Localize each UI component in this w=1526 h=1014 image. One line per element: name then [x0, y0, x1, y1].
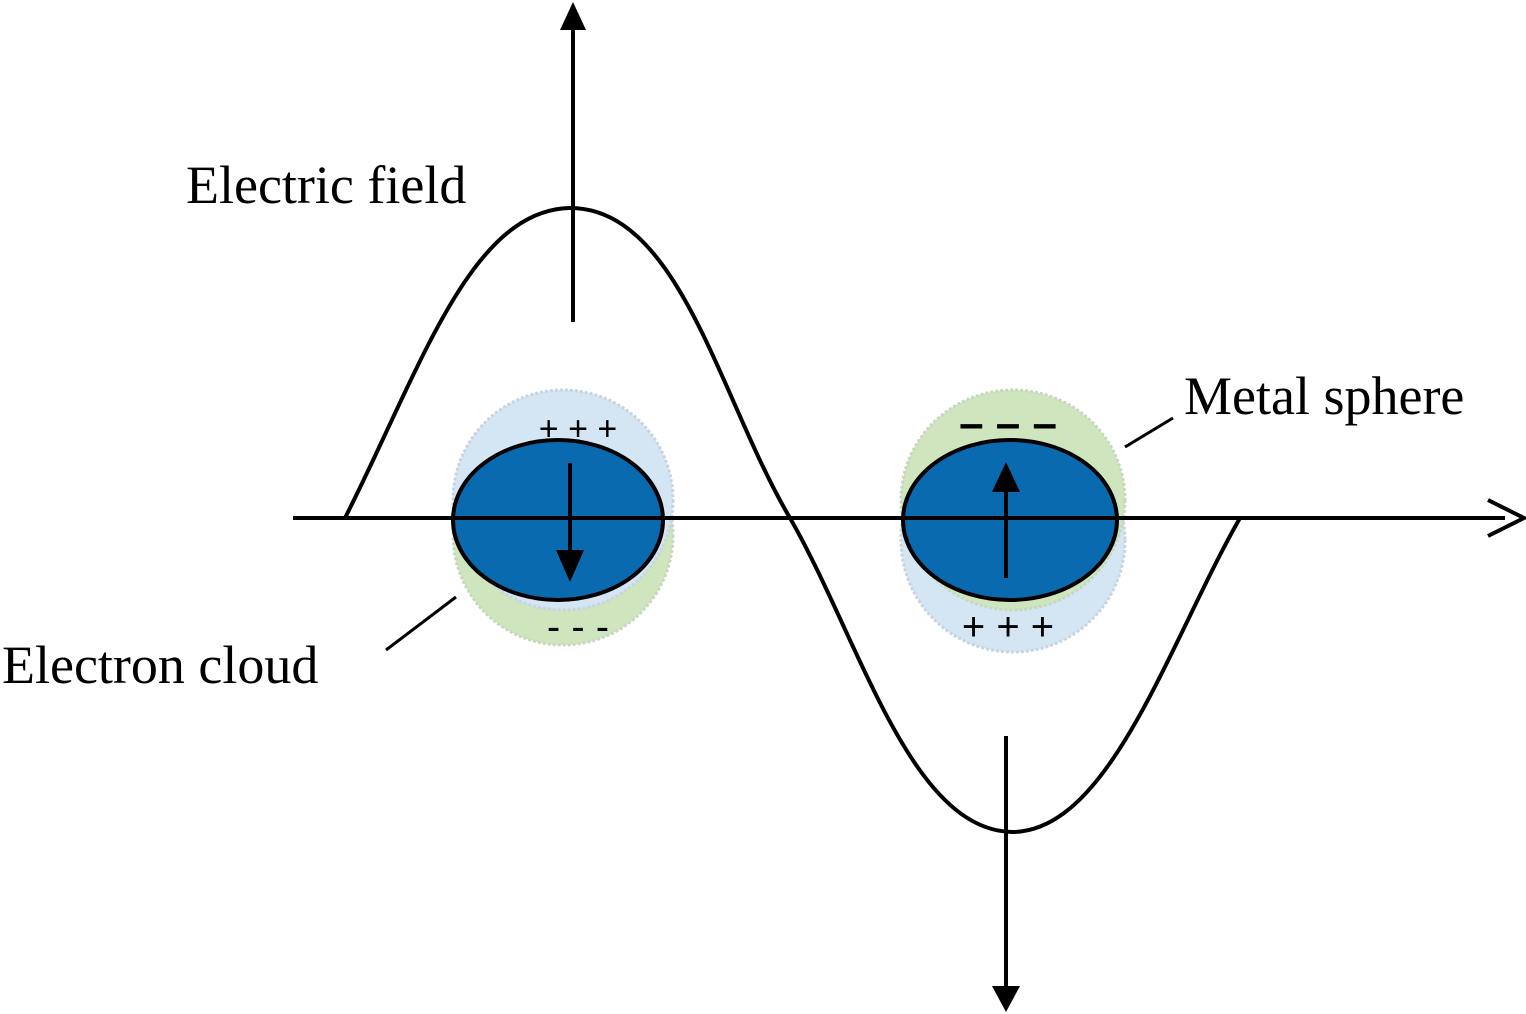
electron-cloud-leader: [385, 595, 457, 652]
horizontal-axis-arrowhead: [1487, 498, 1526, 538]
right-top-charge: – – –: [959, 399, 1057, 448]
metal-sphere-label: Metal sphere: [1184, 366, 1464, 426]
left-top-charge: + + +: [539, 410, 617, 448]
right-sphere: – – – + + +: [899, 388, 1127, 654]
field-arrow-up-head: [560, 2, 586, 30]
field-arrow-down: [992, 736, 1020, 1012]
right-bottom-charge: + + +: [962, 605, 1054, 649]
field-arrow-down-head: [992, 986, 1020, 1012]
electric-field-wave: [343, 205, 1242, 835]
axes: [293, 498, 1526, 538]
electric-field-label: Electric field: [186, 155, 466, 215]
left-bottom-charge: - - -: [547, 605, 609, 649]
metal-sphere-leader: [1124, 416, 1174, 449]
right-dipole-arrowhead: [992, 462, 1020, 492]
left-dipole-arrowhead: [556, 550, 584, 582]
field-arrow-up: [560, 2, 586, 322]
electron-cloud-label: Electron cloud: [2, 635, 318, 695]
